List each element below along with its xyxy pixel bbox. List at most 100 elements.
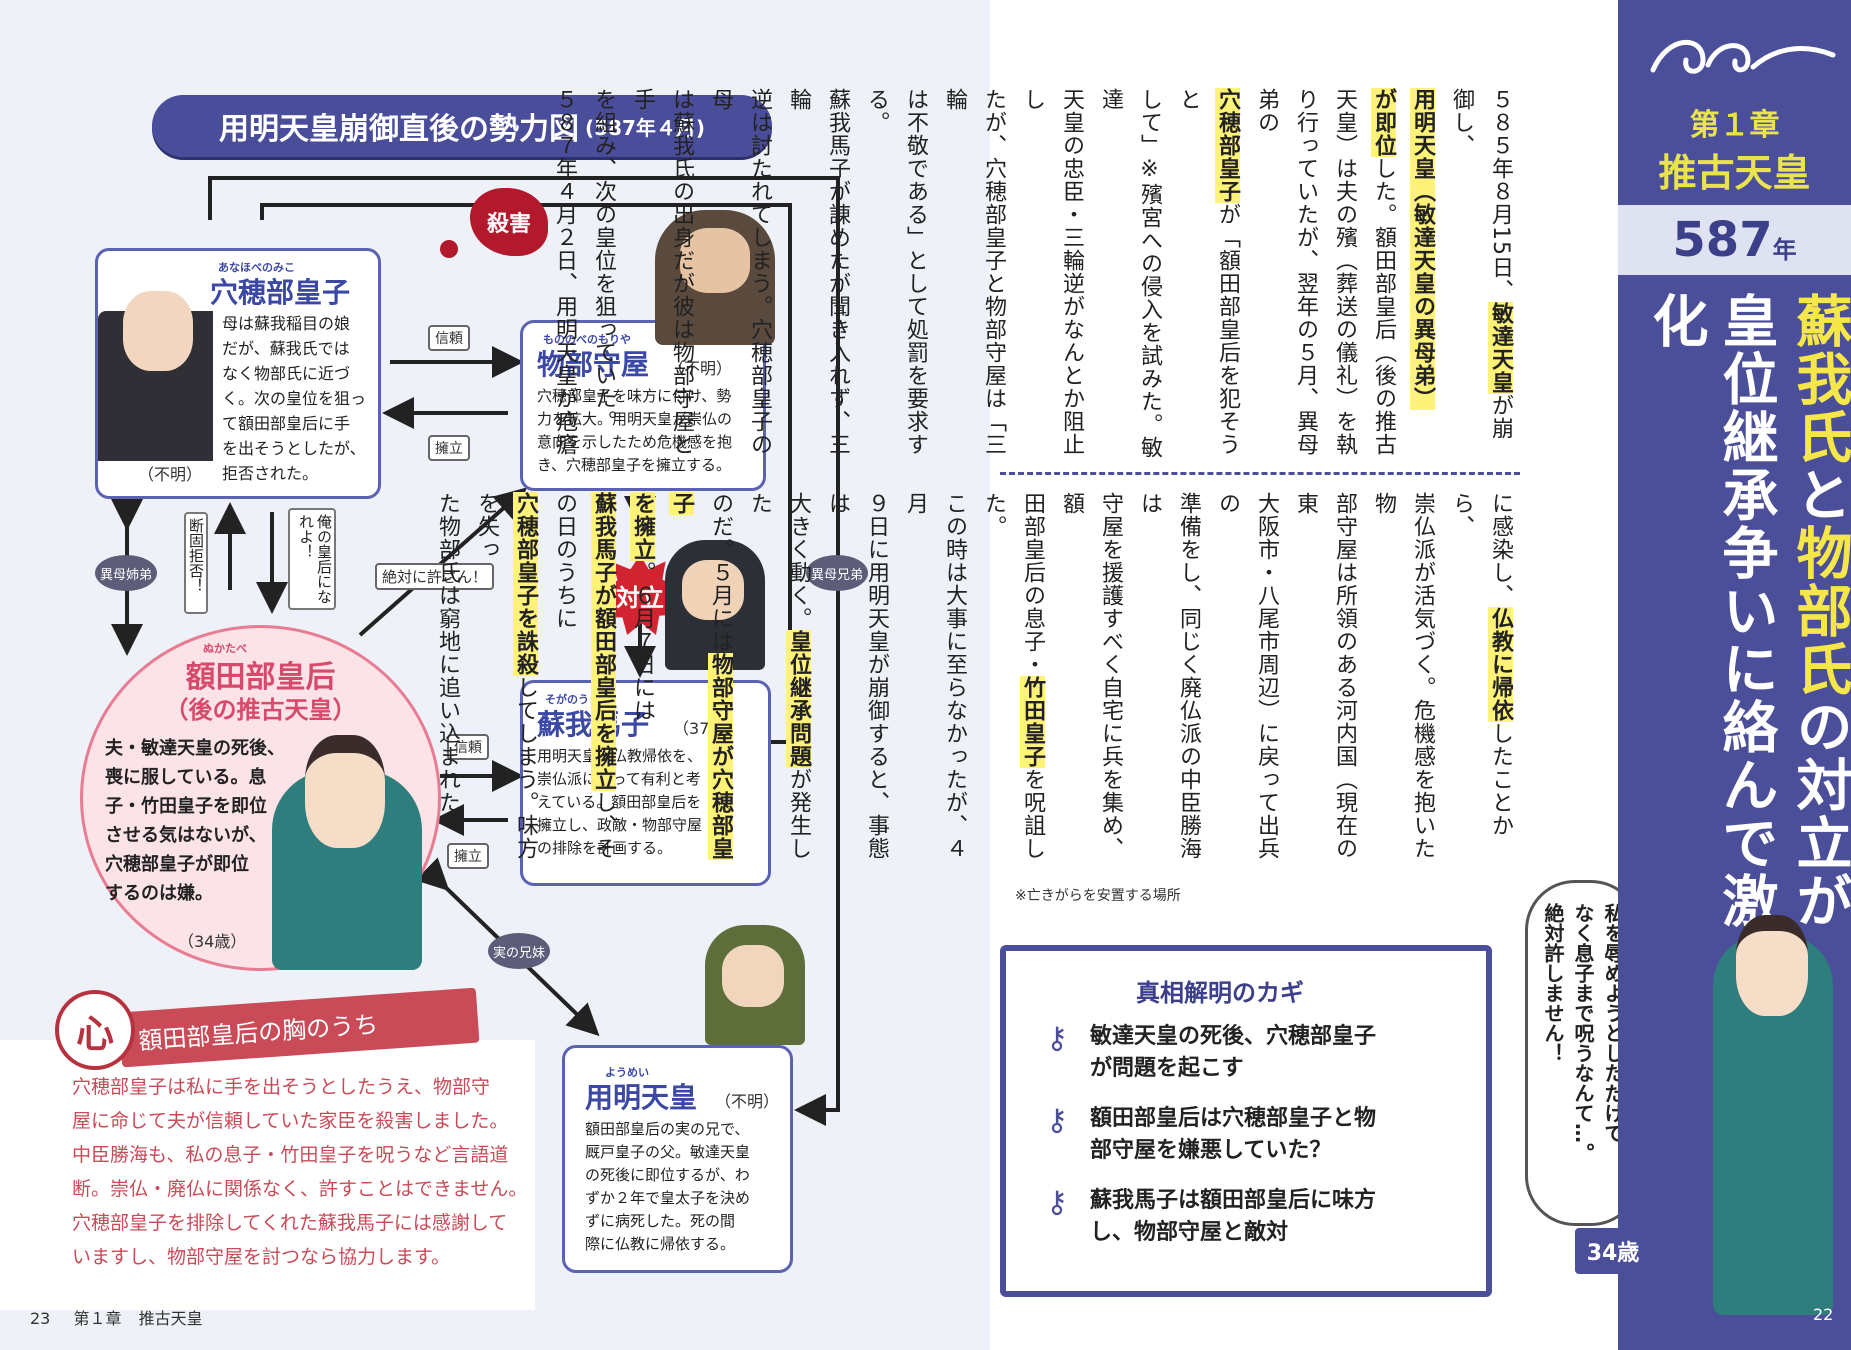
highlight-text: 皇位継承問題: [786, 630, 811, 768]
sidebar-emperor: 推古天皇: [1658, 151, 1811, 195]
body-bottom: に感染し、仏教に帰依したことから、崇仏派が活気づく。危機感を抱いた物部守屋は所領…: [435, 492, 1520, 872]
anahobe-desc: 母は蘇我稲目の娘 だが、蘇我氏では なく物部氏に近づ く。次の皇位を狙っ て額田…: [222, 314, 367, 483]
body-text: 準備をし、同じく廃仏派の中臣勝海は: [1137, 492, 1201, 860]
key-item: ⚷ 敏達天皇の死後、穴穂部皇子が問題を起こす: [1046, 1021, 1377, 1081]
body-column: 穴穂部皇子を誅殺してしまう。味方を失っ: [467, 492, 545, 872]
body-text: この時は大事に至らなかったが、４月: [903, 492, 967, 860]
heart-text: 穴穂部皇子は私に手を出そうとしたうえ、物部守 屋に命じて夫が信頼していた家臣を殺…: [72, 1076, 528, 1268]
key-panel: 真相解明のカギ ⚷ 敏達天皇の死後、穴穂部皇子が問題を起こす ⚷ 額田部皇后は穴…: [1000, 945, 1492, 1297]
highlight-text: 穴穂部皇子: [1215, 88, 1240, 203]
soga-desc: 用明天皇の仏教帰依を、 崇仏派にとって有利と考 えている。額田部皇后を 擁立し、…: [537, 747, 703, 857]
body-column: 大阪市・八尾市周辺）に戻って出兵の: [1208, 492, 1286, 872]
sidebar-title: 蘇我氏と物部氏の対立が 皇位継承争いに絡んで激化: [1640, 292, 1851, 932]
diagram-connectors: [111, 176, 840, 1126]
body-column: 天皇の忠臣・三輪逆がなんとか阻止し: [1013, 88, 1091, 468]
anahobe-name: 穴穂部皇子: [210, 276, 351, 309]
body-text: たが、穴穂部皇子と物部守屋は「三輪: [942, 88, 1006, 456]
footnote: ※亡きがらを安置する場所: [1015, 888, 1181, 904]
body-column: 田部皇后の息子・竹田皇子を呪詛した。: [974, 492, 1052, 872]
support-label-1: 擁立: [428, 435, 470, 461]
body-text: を組み、次の皇位を狙っていた。: [591, 88, 616, 433]
body-text: 天皇の忠臣・三輪逆がなんとか阻止し: [1020, 88, 1084, 456]
anahobe-ruby: あなほべのみこ: [218, 261, 295, 274]
left-footer-chapter: 第１章: [73, 1309, 122, 1328]
body-text: した。額田部皇后（後の推古: [1371, 157, 1396, 456]
trust-label-2: 信頼: [447, 734, 489, 760]
body-column: は蘇我氏の出身だが彼は物部守屋と手: [623, 88, 701, 468]
half-sibling-elder-label: 異母姉弟: [95, 555, 157, 591]
wave-ornament-icon: [1650, 40, 1836, 74]
yomei-ruby: ようめい: [605, 1066, 649, 1079]
body-column: 蘇我馬子が額田部皇后を擁立し、その日のうちに: [545, 492, 623, 872]
highlight-text: 敏達天皇: [1488, 302, 1513, 394]
body-text: してしまう。味方を失っ: [474, 492, 538, 860]
chapter-sidebar: 第１章 推古天皇 蘇我氏と物部氏の対立が 皇位継承争いに絡んで激化 22: [1618, 0, 1851, 1350]
refuse-label: 断固拒否！: [184, 512, 208, 614]
sidebar-portrait-face: [1736, 915, 1808, 1016]
right-page-number: 22: [1813, 1305, 1834, 1324]
body-text: 。６月７日には: [630, 561, 655, 722]
body-column: のだ。５月には物部守屋が穴穂部皇子: [662, 492, 740, 872]
sidebar-title-line1: 蘇我氏と物部氏の対立が: [1787, 292, 1851, 930]
anahobe-soga-line: [260, 203, 792, 744]
body-column: 大きく動く。皇位継承問題が発生した: [740, 492, 818, 872]
body-text: 大阪市・八尾市周辺）に戻って出兵の: [1215, 492, 1279, 860]
nukatabe-name: 額田部皇后: [185, 660, 336, 695]
key-icon: ⚷: [1046, 1103, 1068, 1138]
sidebar-age-badge: 34歳: [1575, 1228, 1651, 1274]
body-column: 部守屋は所領のある河内国（現在の東: [1286, 492, 1364, 872]
section-divider: [1000, 472, 1520, 475]
nukatabe-ruby: ぬかたべ: [203, 642, 247, 655]
diagram-title: 用明天皇崩御直後の勢力図 (587年４月): [152, 95, 772, 157]
body-column: たが、穴穂部皇子と物部守屋は「三輪: [935, 88, 1013, 468]
key-item: ⚷ 額田部皇后は穴穂部皇子と物部守屋を嫌悪していた？: [1046, 1103, 1377, 1163]
half-brother-line: [208, 176, 840, 1126]
nukatabe-age: （34歳）: [178, 932, 247, 951]
speech-bubble-text: 私を辱めようとしただけで なく息子まで呪うなんて…。 絶対許しません！: [1541, 903, 1625, 1163]
body-text: は蘇我氏の出身だが彼は物部守屋と手: [630, 88, 694, 456]
diagram-title-date: (587年４月): [584, 115, 706, 140]
left-page-number: 23: [30, 1309, 51, 1328]
body-text: のだ。５月には: [708, 492, 733, 653]
body-text: ５８５年８月15日、: [1488, 88, 1513, 302]
left-footer-title: 推古天皇: [138, 1309, 203, 1328]
highlight-text: 用明天皇（敏達天皇の異母弟）: [1410, 88, 1435, 410]
body-column: が即位した。額田部皇后（後の推古: [1364, 88, 1403, 468]
murder-badge: 殺害: [470, 188, 548, 256]
year-value: 587: [1672, 212, 1773, 268]
body-text: 守屋を援護すべく自宅に兵を集め、額: [1059, 492, 1123, 860]
body-column: この時は大事に至らなかったが、４月: [896, 492, 974, 872]
highlight-text: を擁立: [630, 492, 655, 561]
body-text: が崩: [1488, 394, 1513, 440]
body-column: 崇仏派が活気づく。危機感を抱いた物: [1364, 492, 1442, 872]
left-page-footer: 23 第１章 推古天皇: [30, 1305, 203, 1329]
body-text: 田部皇后の息子・: [1020, 492, 1045, 676]
mononobe-age: （不明）: [668, 359, 733, 378]
half-brother-label: 異母兄弟: [806, 555, 868, 591]
body-column: 逆は討たれてしまう。穴穂部皇子の母: [701, 88, 779, 468]
body-column: 穴穂部皇子が「額田部皇后を犯そうと: [1169, 88, 1247, 468]
body-text: が発生した: [747, 492, 811, 860]
yomei-box: ようめい 用明天皇 （不明） 額田部皇后の実の兄で、 厩戸皇子の父。敏達天皇 の…: [562, 1045, 793, 1273]
be-my-queen-label: 俺の皇后になれよ！: [288, 508, 336, 610]
heart-panel: [0, 1040, 535, 1310]
anahobe-box: あなほべのみこ 穴穂部皇子 母は蘇我稲目の娘 だが、蘇我氏では なく物部氏に近づ…: [95, 248, 381, 499]
highlight-text: が即位: [1371, 88, 1396, 157]
heart-icon: 心: [55, 990, 135, 1070]
key-list: ⚷ 敏達天皇の死後、穴穂部皇子が問題を起こす ⚷ 額田部皇后は穴穂部皇子と物部守…: [1046, 1021, 1466, 1249]
body-text: 天皇）は夫の殯（葬送の儀礼）を執: [1332, 88, 1357, 456]
body-text: に感染し、: [1488, 492, 1513, 607]
mononobe-ruby: もののべのもりや: [543, 333, 631, 346]
body-column: に感染し、仏教に帰依したことから、: [1442, 492, 1520, 872]
key-icon: ⚷: [1046, 1185, 1068, 1220]
yomei-face: [722, 945, 784, 1007]
nukatabe-face: [305, 735, 385, 848]
body-bottom-text: に感染し、仏教に帰依したことから、崇仏派が活気づく。危機感を抱いた物部守屋は所領…: [435, 492, 1520, 872]
year-suffix: 年: [1772, 235, 1797, 264]
trust-label-1: 信頼: [428, 325, 470, 351]
body-column: ５８５年８月15日、敏達天皇が崩: [1481, 88, 1520, 468]
nukatabe-desc: 夫・敏達天皇の死後、 喪に服している。息 子・竹田皇子を即位 させる気はないが、…: [105, 738, 285, 904]
mononobe-name: 物部守屋: [537, 348, 650, 381]
body-text: 蘇我馬子が諌めたが聞き入れず、三輪: [786, 88, 850, 456]
